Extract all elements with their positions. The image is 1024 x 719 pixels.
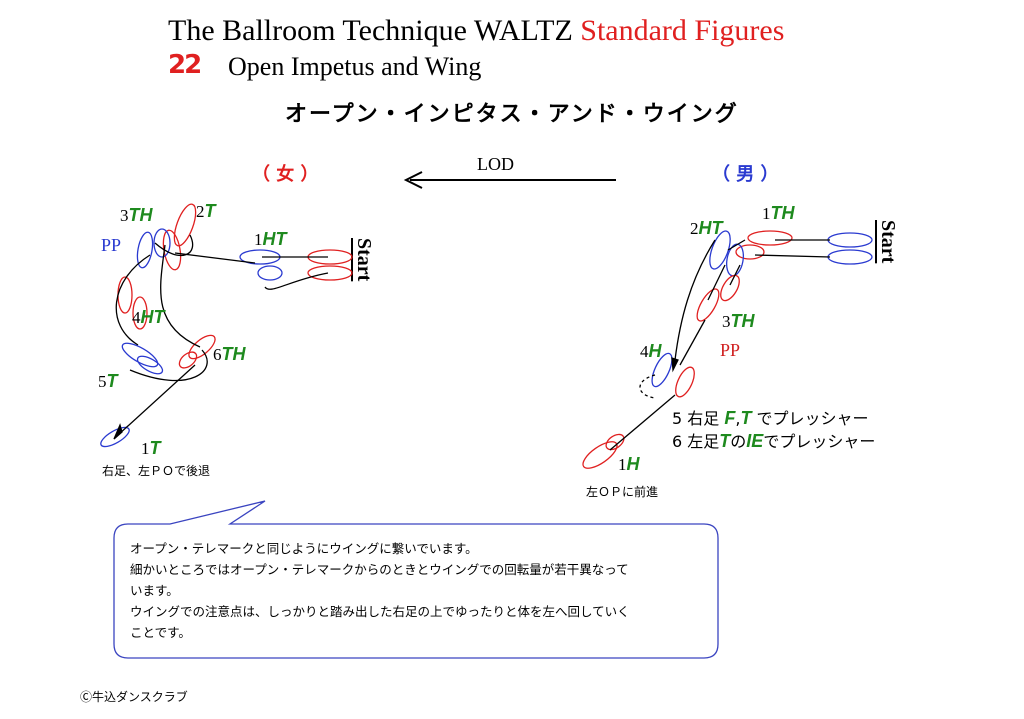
- woman-foot-start-2: [307, 265, 353, 281]
- woman-pp-label: PP: [101, 235, 122, 255]
- man-foot-step-2a: [709, 230, 731, 270]
- title-standard-figures: Standard Figures: [580, 14, 785, 47]
- man-pressure-line-5: 5 右足 F,T でプレッシャー: [672, 408, 869, 428]
- man-start-label: Start: [877, 220, 899, 264]
- lod-label: LOD: [477, 154, 514, 174]
- man-foot-next-1: [582, 441, 618, 469]
- bubble-line: オープン・テレマークと同じようにウイングに繋いでいます。: [130, 541, 478, 556]
- woman-foot-step-3a: [136, 231, 154, 269]
- japanese-title: オープン・インピタス・アンド・ウイング: [285, 102, 739, 127]
- page-title: The Ballroom Technique WALTZ Standard Fi…: [168, 14, 784, 48]
- man-foot-step-4a: [651, 352, 673, 388]
- man-step-next-1: 1H: [618, 454, 640, 474]
- man-foot-step-1a: [747, 230, 793, 246]
- man-foot-step-2b: [725, 243, 745, 277]
- woman-step-6: 6TH: [213, 344, 246, 364]
- woman-step-3: 3TH: [120, 205, 153, 225]
- man-pp-label: PP: [720, 340, 741, 360]
- figure-number: 22: [168, 50, 202, 80]
- woman-step-2: 2T: [196, 201, 216, 221]
- speech-bubble-text: オープン・テレマークと同じようにウイングに繋いでいます。 細かいところではオープ…: [130, 538, 630, 643]
- man-step-2: 2HT: [690, 218, 723, 238]
- bubble-line: ことです。: [130, 625, 191, 640]
- woman-step-4: 4HT: [132, 307, 165, 327]
- title-main: The Ballroom Technique WALTZ: [168, 14, 581, 47]
- man-footwork-diagram: [582, 230, 873, 469]
- bubble-line: います。: [130, 583, 179, 598]
- woman-start-label: Start: [353, 238, 375, 282]
- man-foot-next-2: [605, 433, 625, 451]
- woman-foot-step-4a: [117, 276, 133, 314]
- woman-foot-step-4b: [132, 296, 148, 330]
- man-foot-step-4b: [675, 366, 695, 398]
- man-role-label: （ 男 ）: [712, 164, 779, 185]
- woman-step-1: 1HT: [254, 229, 287, 249]
- woman-step-5: 5T: [98, 371, 118, 391]
- man-foot-start-2: [827, 249, 873, 265]
- woman-foot-step-6a: [188, 334, 216, 360]
- lod-arrow: [403, 171, 616, 189]
- man-foot-start-1: [827, 232, 873, 248]
- woman-foot-step-1b: [257, 265, 283, 281]
- woman-foot-step-5b: [136, 355, 164, 375]
- woman-foot-step-6b: [178, 351, 198, 369]
- copyright: Ⓒ牛込ダンスクラブ: [80, 690, 188, 704]
- man-foot-step-1b: [735, 244, 765, 260]
- man-step-4: 4H: [640, 341, 662, 361]
- speech-bubble-shape: [113, 500, 719, 659]
- woman-step-next-1: 1T: [141, 438, 161, 458]
- woman-footwork-diagram: [100, 203, 353, 448]
- bubble-line: 細かいところではオープン・テレマークからのときとウイングでの回転量が若干異なって: [130, 562, 629, 577]
- man-foot-step-3a: [696, 288, 720, 322]
- man-step-3: 3TH: [722, 311, 755, 331]
- man-pressure-line-6: 6 左足TのIEでプレッシャー: [672, 431, 876, 451]
- man-foot-step-3b: [720, 274, 740, 302]
- figure-name: Open Impetus and Wing: [228, 52, 482, 81]
- woman-note: 右足、左ＰＯで後退: [102, 464, 211, 478]
- woman-foot-step-2a: [173, 203, 197, 247]
- woman-foot-step-3b: [153, 228, 171, 258]
- man-note: 左ＯＰに前進: [586, 485, 659, 499]
- bubble-line: ウイングでの注意点は、しっかりと踏み出した右足の上でゆったりと体を左へ回していく: [130, 604, 630, 619]
- woman-foot-step-5a: [121, 342, 159, 368]
- woman-role-label: （ 女 ）: [252, 164, 319, 185]
- woman-foot-next-1: [100, 426, 130, 448]
- man-step-1: 1TH: [762, 203, 795, 223]
